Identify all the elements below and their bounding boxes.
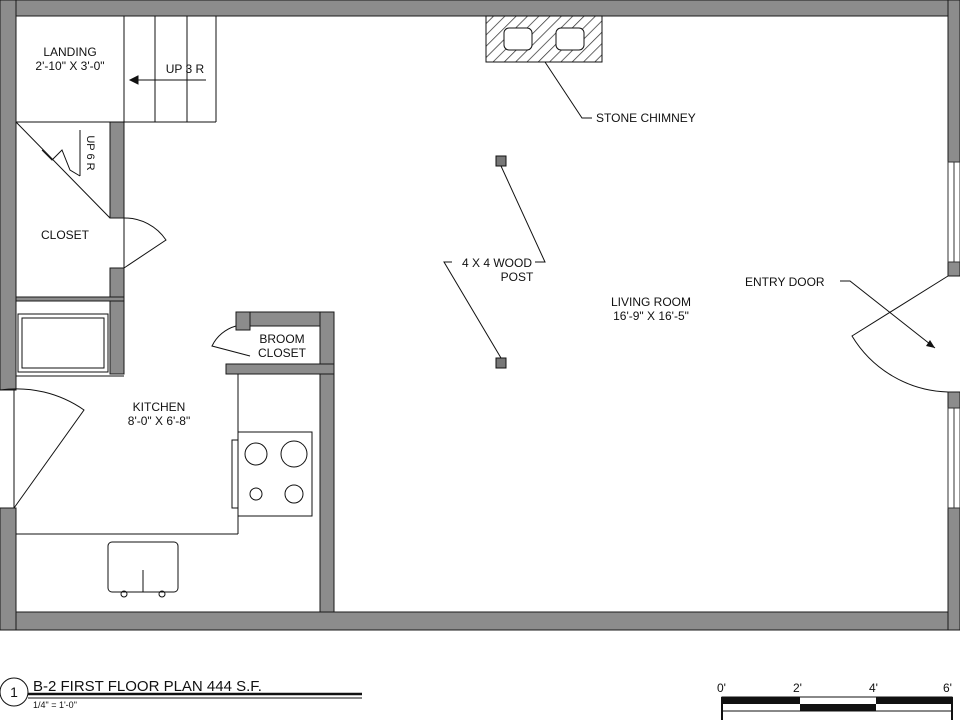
wood-post-callout: 4 X 4 WOOD POST — [452, 256, 542, 284]
title-block-graphics — [0, 677, 362, 707]
windows — [947, 161, 960, 509]
up-3-risers-label: UP 3 R — [165, 62, 205, 76]
landing-label: LANDING 2'-10" X 3'-0" — [30, 45, 110, 73]
exterior-walls — [0, 0, 960, 631]
wood-post-line2: POST — [500, 270, 534, 284]
scale-tick-2: 2' — [793, 681, 802, 695]
scale-tick-4: 4' — [869, 681, 878, 695]
entry-arrow-head — [926, 340, 935, 348]
living-room-label: LIVING ROOM 16'-9" X 16'-5" — [596, 295, 706, 323]
drawing-scale: 1/4" = 1'-0" — [33, 700, 77, 710]
stone-chimney — [485, 15, 603, 63]
living-room-size: 16'-9" X 16'-5" — [613, 309, 689, 323]
broom-closet-line1: BROOM — [259, 332, 305, 346]
closet-label: CLOSET — [40, 228, 89, 242]
drawing-title: B-2 FIRST FLOOR PLAN 444 S.F. — [33, 678, 262, 695]
drawing-number: 1 — [10, 684, 18, 700]
interior-walls — [15, 121, 335, 613]
scale-bar — [721, 696, 953, 720]
doors — [0, 217, 949, 509]
stone-chimney-callout: STONE CHIMNEY — [596, 111, 696, 125]
fixtures — [15, 16, 313, 598]
wood-post-line1: 4 X 4 WOOD — [461, 256, 532, 270]
scale-tick-0: 0' — [717, 681, 726, 695]
landing-name: LANDING — [43, 45, 97, 59]
kitchen-label: KITCHEN 8'-0" X 6'-8" — [114, 400, 204, 428]
broom-closet-label: BROOM CLOSET — [250, 332, 314, 360]
leader-lines — [443, 61, 936, 359]
landing-size: 2'-10" X 3'-0" — [35, 59, 105, 73]
entry-door-callout: ENTRY DOOR — [745, 275, 825, 289]
scale-tick-6: 6' — [943, 681, 952, 695]
kitchen-name: KITCHEN — [132, 400, 186, 414]
up-6-risers-label: UP 6 R — [84, 135, 96, 171]
broom-closet-line2: CLOSET — [257, 346, 306, 360]
living-room-name: LIVING ROOM — [610, 295, 691, 309]
kitchen-size: 8'-0" X 6'-8" — [127, 414, 191, 428]
